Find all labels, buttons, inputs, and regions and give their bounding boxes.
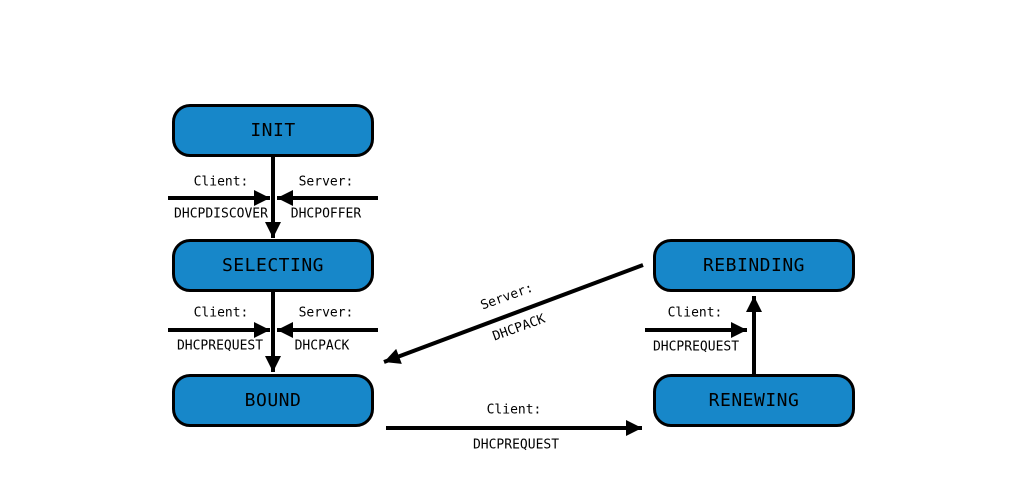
label-t1-server-message: DHCPOFFER [290,206,362,222]
label-t1-client-actor: Client: [193,174,249,190]
label-t1-client-message: DHCPDISCOVER [174,206,268,222]
label-t2-client-actor: Client: [193,305,249,321]
state-init: INIT [172,104,374,157]
arrow-rebinding-to-bound [383,263,644,364]
label-t1-server-actor: Server: [298,174,354,190]
label-t2-client-message: DHCPREQUEST [176,338,264,354]
label-t2-server-actor: Server: [298,305,354,321]
label-t3-client-message: DHCPREQUEST [472,437,560,453]
label-t4-client-message: DHCPREQUEST [652,339,740,355]
state-renewing: RENEWING [653,374,855,427]
label-t3-client-actor: Client: [486,402,542,418]
label-t4-client-actor: Client: [667,305,723,321]
state-bound: BOUND [172,374,374,427]
state-selecting: SELECTING [172,239,374,292]
state-rebinding: REBINDING [653,239,855,292]
label-t2-server-message: DHCPACK [294,338,350,354]
